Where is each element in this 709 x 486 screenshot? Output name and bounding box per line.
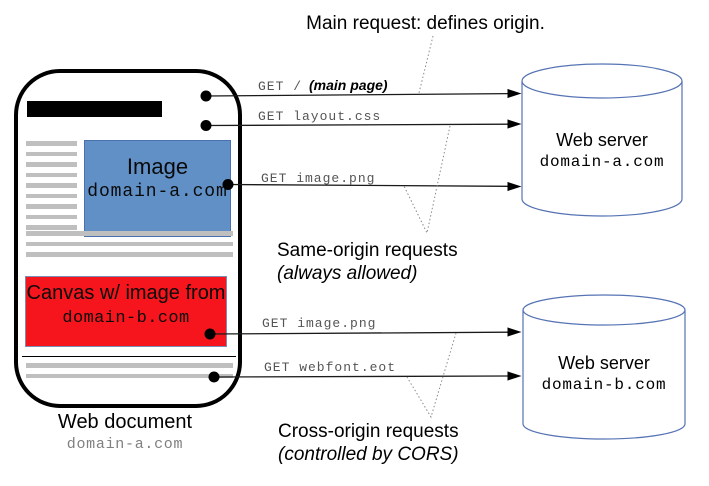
- arrowhead-icon: [507, 119, 522, 129]
- image-element-label: Image: [126, 154, 189, 179]
- placeholder-bar: [26, 225, 77, 230]
- placeholder-bar: [26, 141, 77, 146]
- arrowhead-icon: [507, 327, 522, 337]
- arrow-image-png-cross-origin: [209, 331, 509, 335]
- web-document-domain: domain-a.com: [66, 436, 184, 453]
- cross-origin-callout-v: [406, 332, 457, 419]
- placeholder-bar: [26, 252, 233, 257]
- image-element: Image domain-a.com: [84, 140, 231, 237]
- web-document-caption: Web document domain-a.com: [39, 410, 211, 455]
- same-origin-title: Same-origin requests: [277, 240, 458, 261]
- request-label-image-png-same: GET image.png: [261, 171, 376, 186]
- request-note-main-page: (main page): [309, 77, 388, 93]
- same-origin-callout-v: [403, 125, 451, 235]
- page-divider-line: [22, 356, 236, 357]
- text-placeholder-bars-left: [26, 141, 77, 230]
- canvas-element: Canvas w/ image from domain-b.com: [25, 276, 227, 347]
- server-a-label: Web server domain-a.com: [512, 130, 692, 173]
- main-request-callout-line: [418, 35, 434, 94]
- server-b-name: Web server: [558, 353, 650, 373]
- server-b-domain: domain-b.com: [541, 376, 667, 394]
- same-origin-annotation: Same-origin requests (always allowed): [277, 239, 458, 285]
- arrow-webfont-eot: [213, 375, 509, 378]
- callout-dashed-lines: [403, 35, 457, 419]
- web-document-label: Web document: [57, 411, 193, 433]
- placeholder-bar: [26, 162, 77, 167]
- placeholder-bar: [26, 241, 233, 246]
- text-placeholder-bars-middle: [26, 231, 233, 257]
- placeholder-bar: [26, 231, 233, 236]
- cross-origin-title: Cross-origin requests: [278, 421, 459, 442]
- arrowhead-icon: [507, 181, 522, 192]
- request-label-main-page: GET /: [258, 79, 303, 94]
- placeholder-bar: [26, 363, 233, 368]
- cross-origin-subtitle: (controlled by CORS): [278, 444, 459, 465]
- request-label-webfont-eot: GET webfont.eot: [264, 360, 397, 375]
- placeholder-bar: [26, 151, 77, 156]
- main-request-caption: Main request: defines origin.: [306, 13, 545, 34]
- canvas-element-domain: domain-b.com: [62, 309, 190, 328]
- cross-origin-annotation: Cross-origin requests (controlled by COR…: [278, 420, 459, 466]
- canvas-element-label: Canvas w/ image from: [26, 282, 226, 304]
- arrow-main-page: [205, 92, 509, 97]
- server-b-label: Web server domain-b.com: [514, 353, 694, 396]
- request-label-image-png-cross: GET image.png: [262, 316, 377, 331]
- request-label-layout-css: GET layout.css: [258, 109, 382, 124]
- placeholder-bar: [26, 373, 233, 378]
- text-placeholder-bars-footer: [26, 363, 233, 378]
- same-origin-subtitle: (always allowed): [277, 263, 418, 284]
- server-a-name: Web server: [556, 130, 648, 150]
- server-a-domain: domain-a.com: [539, 153, 665, 171]
- browser-titlebar: [27, 101, 162, 117]
- image-element-domain: domain-a.com: [87, 182, 228, 202]
- placeholder-bar: [26, 193, 77, 198]
- placeholder-bar: [26, 214, 77, 219]
- arrowhead-icon: [507, 88, 522, 99]
- placeholder-bar: [26, 204, 77, 209]
- placeholder-bar: [26, 172, 77, 177]
- placeholder-bar: [26, 183, 77, 188]
- arrow-layout-css: [205, 123, 509, 127]
- request-arrows: [205, 92, 509, 378]
